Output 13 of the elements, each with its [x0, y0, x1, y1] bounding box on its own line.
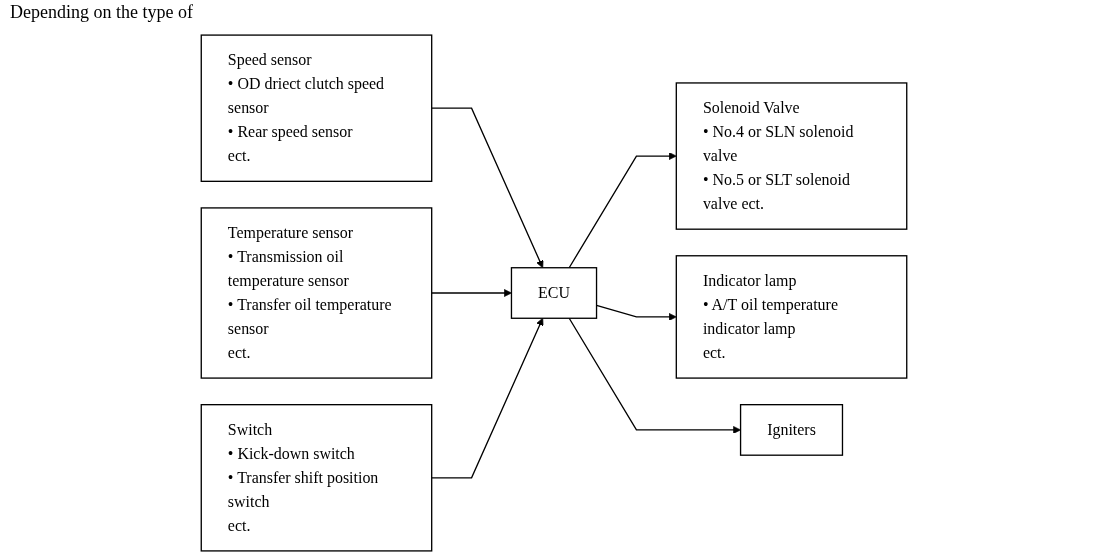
note-text: Depending on the type of: [10, 2, 193, 22]
arrow: [431, 317, 544, 479]
node-box: ECU: [510, 267, 598, 319]
node-box: Temperature sensor • Transmission oil temperature sensor • Transfer oil temperature sensor ect.: [200, 207, 433, 379]
arrow: [431, 107, 544, 269]
node-box: Indicator lamp • A/T oil temperature indicator lamp ect.: [675, 255, 908, 379]
arrow: [568, 152, 677, 269]
arrow: [568, 317, 741, 434]
node-box: Switch • Kick-down switch • Transfer shift position switch ect.: [200, 404, 433, 552]
node-box: Igniters: [739, 404, 844, 456]
arrow: [431, 289, 512, 297]
node-box: Solenoid Valve • No.4 or SLN solenoid valve • No.5 or SLT solenoid valve ect.: [675, 82, 908, 230]
node-box: Speed sensor • OD driect clutch speed sensor • Rear speed sensor ect.: [200, 34, 433, 182]
